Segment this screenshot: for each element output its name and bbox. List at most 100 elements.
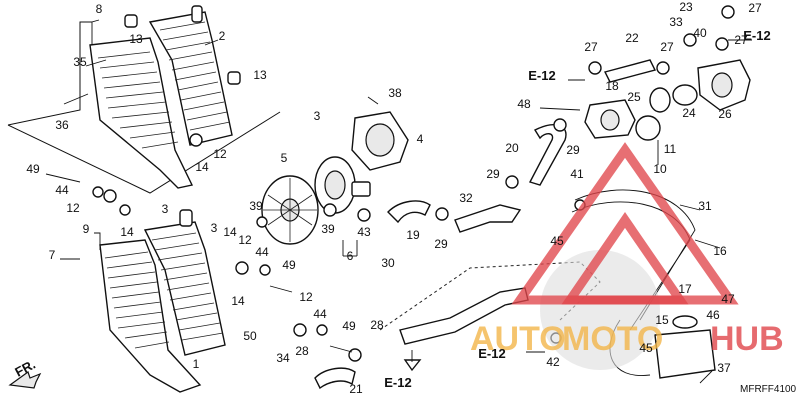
bolts	[45, 93, 713, 384]
part-number-p49c: 49	[342, 319, 356, 333]
part-number-p21: 21	[349, 382, 363, 396]
part-number-p44b: 44	[255, 245, 269, 259]
part-number-p5: 5	[281, 151, 288, 165]
part-number-p46: 46	[706, 308, 720, 322]
ref-e12-a: E-12	[528, 68, 555, 83]
part-number-p13a: 13	[129, 32, 143, 46]
part-number-p27c: 27	[748, 1, 762, 15]
part-number-p11: 11	[664, 142, 677, 156]
part-number-p17: 17	[678, 282, 692, 296]
ref-e12-c: E-12	[478, 346, 505, 361]
part-number-p28b: 28	[370, 318, 384, 332]
part-number-p2: 2	[219, 29, 226, 43]
part-number-p47: 47	[721, 292, 735, 306]
part-number-p22: 22	[625, 31, 639, 45]
lower-radiator-shroud	[99, 239, 202, 393]
watermark-auto: AUTO	[470, 320, 566, 358]
part-number-p23: 23	[679, 0, 693, 14]
part-number-p6: 6	[347, 249, 354, 263]
part-number-p19: 19	[406, 228, 420, 242]
part-number-p34: 34	[276, 351, 290, 365]
upper-radiator	[148, 5, 233, 146]
part-number-p44c: 44	[313, 307, 327, 321]
part-number-p37: 37	[717, 361, 731, 375]
part-number-p13b: 13	[253, 68, 267, 82]
fittings	[92, 5, 735, 362]
part-number-p44a: 44	[55, 183, 69, 197]
fan-shroud	[351, 111, 409, 171]
part-number-p45a: 45	[550, 234, 564, 248]
part-number-p16: 16	[713, 244, 727, 258]
part-number-p45b: 45	[639, 341, 653, 355]
part-number-p15: 15	[655, 313, 669, 327]
part-number-p29a: 29	[566, 143, 580, 157]
part-number-p35: 35	[73, 55, 87, 69]
front-arrow-icon	[8, 371, 42, 389]
watermark: AUTO MOTO HUB	[470, 142, 784, 370]
watermark-hub: HUB	[710, 320, 784, 358]
part-number-p30: 30	[381, 256, 395, 270]
thermostat	[635, 84, 698, 141]
ref-e12-b: E-12	[743, 28, 770, 43]
leader-lines	[60, 19, 721, 260]
part-number-p38: 38	[388, 86, 402, 100]
part-number-p49b: 49	[282, 258, 296, 272]
thermostat-housing	[584, 99, 636, 139]
fan-motor	[314, 156, 371, 214]
part-number-p32: 32	[459, 191, 473, 205]
diagram-code: MFRFF4100	[740, 384, 797, 395]
part-number-p14a: 14	[195, 160, 209, 174]
part-number-p14c: 14	[223, 225, 237, 239]
part-number-p36: 36	[55, 118, 69, 132]
part-number-p33: 33	[669, 15, 683, 29]
part-number-p50: 50	[243, 329, 257, 343]
part-number-p27a: 27	[584, 40, 598, 54]
part-number-p41: 41	[570, 167, 584, 181]
part-number-p12b: 12	[66, 201, 80, 215]
part-number-p40: 40	[693, 26, 707, 40]
part-number-p14b: 14	[120, 225, 134, 239]
part-number-p39a: 39	[249, 199, 263, 213]
upper-radiator-shroud	[89, 37, 194, 189]
reserve-tank	[654, 315, 716, 379]
upper-group-frame	[7, 21, 281, 194]
part-number-p27b: 27	[660, 40, 674, 54]
part-number-p24: 24	[682, 106, 696, 120]
part-number-p1: 1	[193, 357, 200, 371]
part-number-p9: 9	[83, 222, 90, 236]
part-number-p48: 48	[517, 97, 531, 111]
part-number-p8: 8	[96, 2, 103, 16]
watermark-moto: MOTO	[562, 320, 663, 358]
water-pump-cover	[697, 59, 751, 111]
part-number-p12c: 12	[238, 233, 252, 247]
part-number-p3c: 3	[211, 221, 218, 235]
part-number-p10: 10	[653, 162, 667, 176]
part-number-p26: 26	[718, 107, 732, 121]
part-number-p25: 25	[627, 90, 641, 104]
part-number-p49a: 49	[26, 162, 40, 176]
part-number-p3a: 3	[314, 109, 321, 123]
part-number-p18: 18	[605, 79, 619, 93]
part-number-p12a: 12	[213, 147, 227, 161]
part-number-p43: 43	[357, 225, 371, 239]
part-number-p14d: 14	[231, 294, 245, 308]
part-number-p20: 20	[505, 141, 519, 155]
part-number-p39b: 39	[321, 222, 335, 236]
ref-e12-d: E-12	[384, 375, 411, 390]
part-number-p29c: 29	[434, 237, 448, 251]
part-number-p12d: 12	[299, 290, 313, 304]
lower-radiator	[143, 209, 226, 356]
down-arrow-icon	[403, 359, 422, 372]
part-number-p4: 4	[417, 132, 424, 146]
part-number-p31: 31	[698, 199, 712, 213]
cooling-fan	[261, 175, 319, 245]
part-number-p7: 7	[49, 248, 56, 262]
part-number-p3b: 3	[162, 202, 169, 216]
part-number-p42: 42	[546, 355, 560, 369]
part-number-p28a: 28	[295, 344, 309, 358]
part-number-p27d: 27	[734, 33, 748, 47]
part-number-p29b: 29	[486, 167, 500, 181]
reference-labels: E-12E-12E-12E-12	[384, 28, 770, 390]
